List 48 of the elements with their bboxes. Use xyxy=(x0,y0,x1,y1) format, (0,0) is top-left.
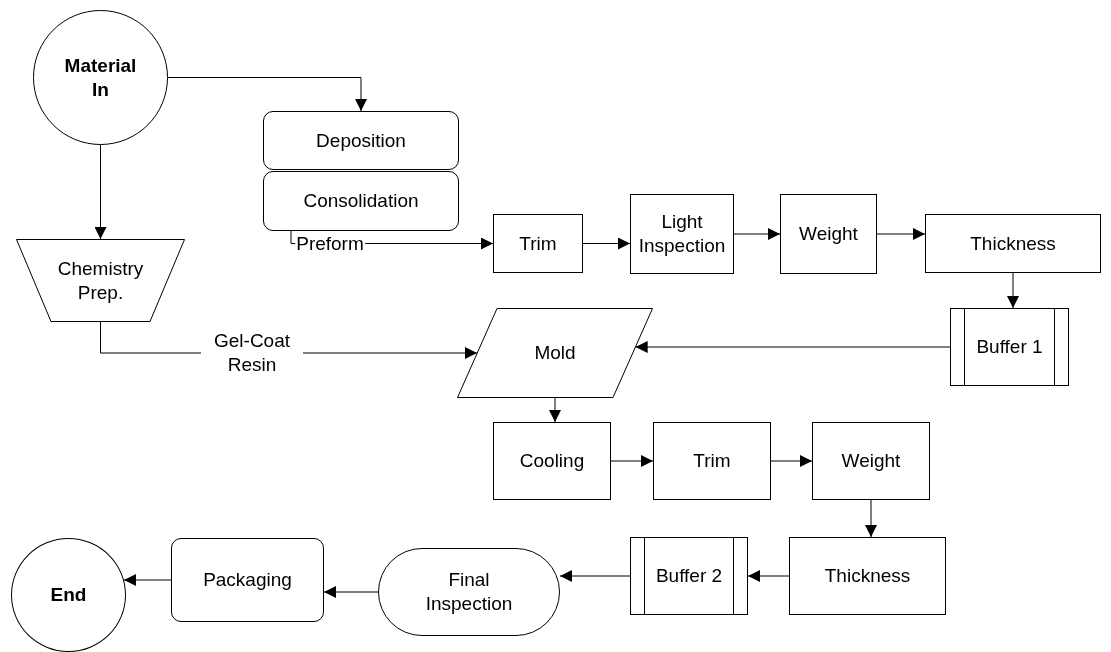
process-box xyxy=(263,171,459,231)
connector-arrow xyxy=(167,77,367,112)
node-label: Light Inspection xyxy=(637,210,727,258)
process-box xyxy=(493,214,583,273)
connector-arrow xyxy=(549,397,561,423)
connector-arrow xyxy=(1007,272,1019,309)
node-label: Packaging xyxy=(203,568,292,592)
connector-arrow xyxy=(876,228,926,240)
process-box xyxy=(925,214,1101,273)
data-parallelogram xyxy=(457,308,653,398)
connector-arrow xyxy=(610,455,654,467)
node-label: Final Inspection xyxy=(424,568,514,616)
node-label: Deposition xyxy=(316,128,406,153)
process-box xyxy=(653,422,771,500)
node-label: Trim xyxy=(519,231,557,256)
node-label: Consolidation xyxy=(303,189,419,213)
connector-arrow xyxy=(94,144,107,240)
connector-arrow xyxy=(635,341,951,353)
process-box xyxy=(789,537,946,615)
node-label: Trim xyxy=(693,449,731,473)
connector-arrow xyxy=(323,586,379,598)
connector-arrow xyxy=(559,570,631,582)
node-label: Buffer 1 xyxy=(976,335,1043,359)
connector-arrow xyxy=(733,228,781,240)
node-label: Cooling xyxy=(519,449,585,473)
connector-arrow xyxy=(582,237,631,250)
node-label: Mold xyxy=(534,341,576,365)
predefined-process-box xyxy=(950,308,1069,386)
process-box xyxy=(493,422,611,500)
connector-arrow xyxy=(770,455,813,467)
connector-arrow xyxy=(747,570,790,582)
process-box xyxy=(812,422,930,500)
node-label: Material In xyxy=(63,53,138,102)
predefined-process-box xyxy=(630,537,748,615)
manual-operation-shape xyxy=(16,239,185,322)
process-box xyxy=(780,194,877,274)
node-label: Chemistry Prep. xyxy=(56,256,145,305)
process-box xyxy=(171,538,324,622)
node-label: End xyxy=(50,583,87,607)
process-box xyxy=(630,194,734,274)
node-label: Buffer 2 xyxy=(655,564,723,588)
node-label: Weight xyxy=(841,449,901,473)
connector-arrow xyxy=(865,499,877,538)
node-label: Thickness xyxy=(824,564,911,588)
process-box xyxy=(263,111,459,170)
node-label: Thickness xyxy=(970,231,1056,256)
node-label: Weight xyxy=(799,222,858,246)
connector-arrow xyxy=(123,574,172,586)
